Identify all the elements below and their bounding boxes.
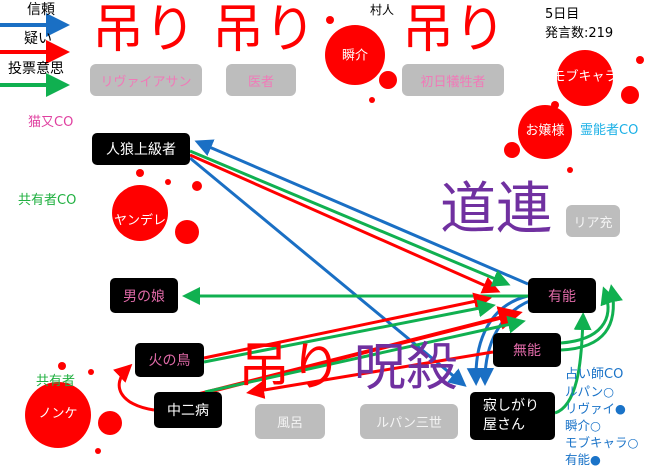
arrow-hinotori-to-yuunou-vote [203,299,496,364]
node-riajuu[interactable]: リア充 [566,205,620,237]
claim-mason-nonke: 共有者 [36,374,76,389]
companion-stamp: 道連 [440,177,552,242]
arrow-chuunibyou-to-hinotori-doubt [113,363,155,412]
arrow-chuunibyou-to-yuunou-vote [204,315,526,394]
claim-mason: 共有者CO [18,193,77,208]
arrow-yuunou-to-werewolf-trust [194,139,529,286]
node-lupin[interactable]: ルパン三世 [360,404,458,439]
node-sabishigari-line2: 屋さん [483,417,525,433]
hanged-stamp-doctor: 吊り [212,0,317,60]
claim-seer: 占い師CO [565,367,624,382]
seer-result: リヴァイ● [565,401,626,416]
node-first-victim[interactable]: 初日犠牲者 [402,64,504,96]
node-munou[interactable]: 無能 [493,333,561,367]
node-mobchara[interactable]: モブキャラ [552,69,618,85]
arrow-werewolf-to-yuunou-vote [189,149,511,287]
arrow-werewolf-to-yuunou-doubt [189,153,501,294]
cursed-stamp: 呪殺 [354,338,459,398]
node-doctor[interactable]: 医者 [226,64,296,96]
node-sabishigari[interactable]: 寂しがり 屋さん [470,392,555,440]
seer-result: モブキャラ○ [565,435,639,450]
hanged-stamp-leviathan: 吊り [92,0,197,60]
post-count: 発言数:219 [545,26,614,41]
claim-nekomata: 猫又CO [28,115,74,130]
node-sabishigari-line1: 寂しがり [483,398,539,414]
node-chuunibyou[interactable]: 中二病 [154,392,222,428]
legend-doubt-label: 疑い [24,31,52,47]
claim-villager: 村人 [370,3,395,17]
hanged-stamp-first-victim: 吊り [402,0,507,60]
legend-vote-label: 投票意思 [8,61,64,77]
seer-result: 瞬介○ [565,418,601,433]
node-shunsuke[interactable]: 瞬介 [341,48,369,64]
arrow-munou-to-yuunou-vote-2 [560,284,623,352]
node-otokonoko[interactable]: 男の娘 [110,278,178,313]
hanged-stamp-bath: 吊り [238,338,343,398]
blood-splats [25,16,644,454]
node-werewolf-master[interactable]: 人狼上級者 [92,133,190,165]
arrow-sabishigari-to-yuunou-vote [554,312,592,415]
node-yandere[interactable]: ヤンデレ [113,213,167,229]
node-nonke[interactable]: ノンケ [38,406,78,422]
seer-result: ルパン○ [565,384,615,399]
seer-results: 占い師CO ルパン○ リヴァイ● 瞬介○ モブキャラ○ 有能● [565,366,638,468]
arrow-yuunou-to-sabishigari-trust-2 [476,298,533,386]
node-ojousama[interactable]: お嬢様 [525,123,565,139]
arrow-yuunou-to-sabishigari-trust [466,294,529,386]
arrow-munou-to-chuunibyou-doubt [246,350,494,399]
node-bath[interactable]: 風呂 [255,404,325,439]
arrow-hinotori-to-yuunou-doubt [203,292,492,360]
legend-trust-label: 信頼 [27,2,55,18]
node-hinotori[interactable]: 火の鳥 [135,343,204,377]
claim-medium: 霊能者CO [580,123,639,138]
node-leviathan[interactable]: リヴァイアサン [90,64,202,96]
day-counter: 5日目 [545,7,580,22]
node-yuunou[interactable]: 有能 [528,278,596,313]
seer-result: 有能● [565,452,601,467]
